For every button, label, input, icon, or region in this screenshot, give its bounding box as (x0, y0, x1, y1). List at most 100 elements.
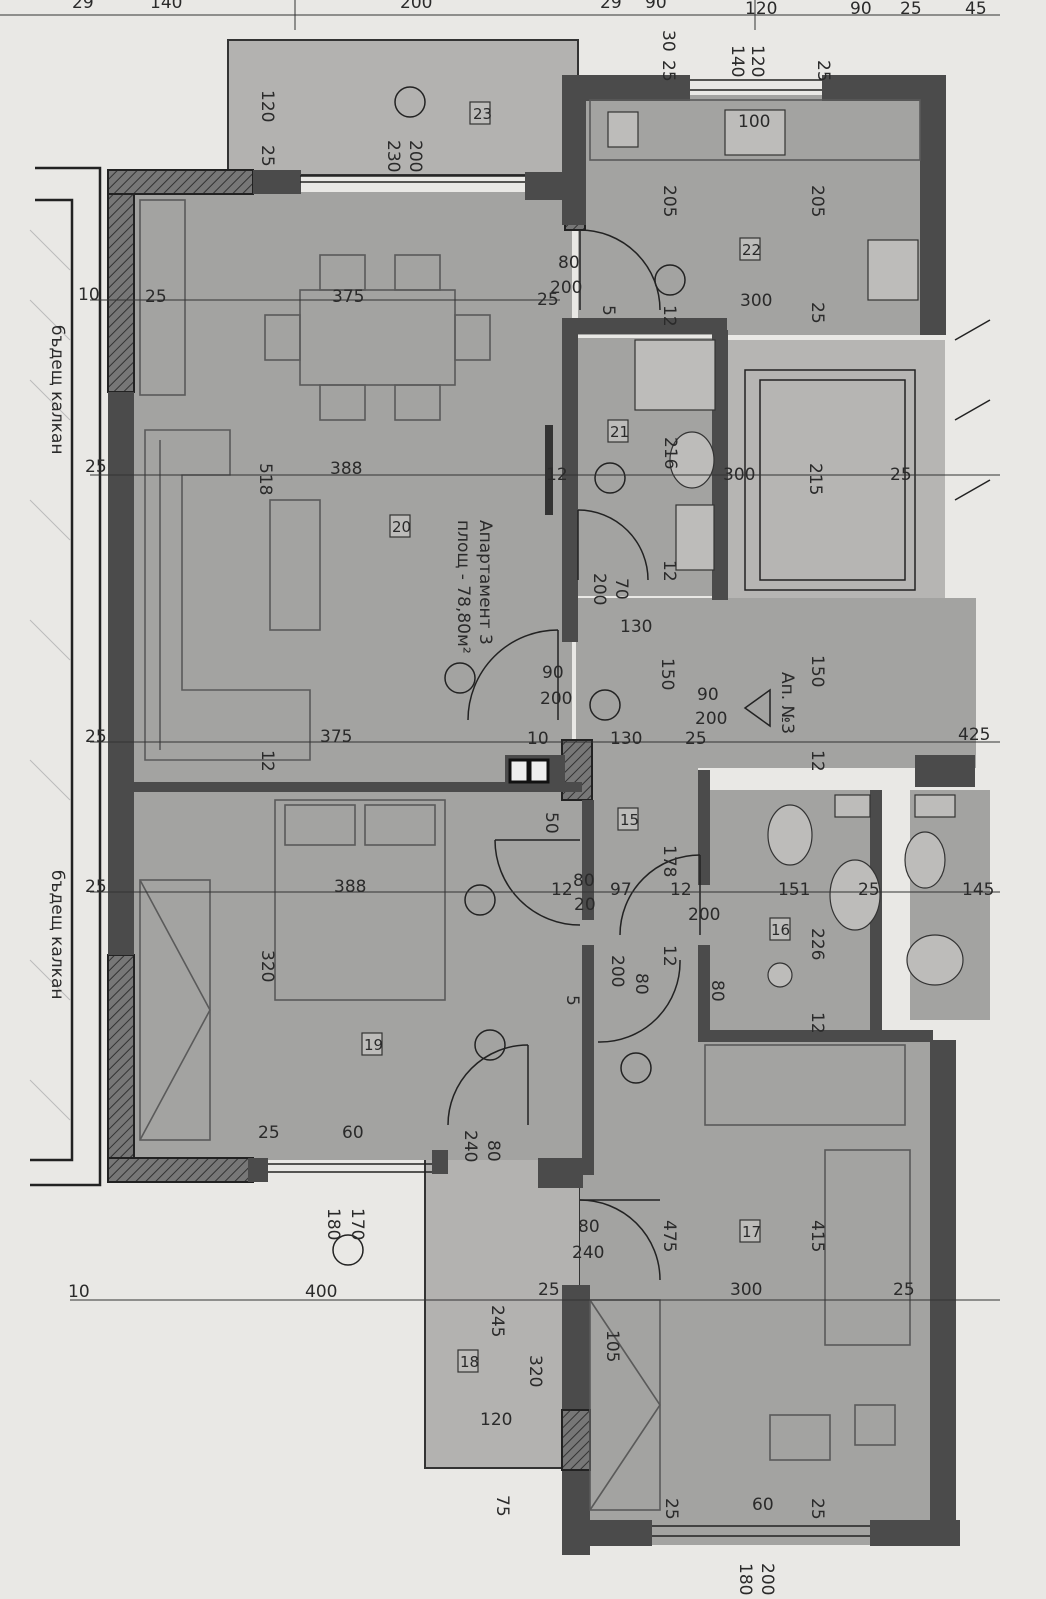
dim-corr-5: 5 (562, 995, 582, 1006)
dim-bottom-60: 60 (752, 1495, 774, 1515)
dim-balcony-25: 25 (257, 145, 277, 167)
dim-living-375a: 375 (332, 287, 364, 307)
dim-bed17-415: 415 (807, 1220, 827, 1252)
balcony-18 (424, 1157, 581, 1469)
dim-stair-25: 25 (890, 465, 912, 485)
unit-label: Ап. №3 (777, 672, 797, 734)
dim-kitchen-205a: 205 (659, 185, 679, 217)
dim-bed19-388: 388 (334, 877, 366, 897)
dim-corr-12b: 12 (670, 880, 692, 900)
single-bed-1 (704, 1044, 906, 1126)
dim-bottom-25a: 25 (661, 1498, 681, 1520)
tv-unit (545, 425, 553, 515)
dim-bed17-25a: 25 (538, 1280, 560, 1300)
dim-hall-200b: 200 (695, 709, 727, 729)
coffee-table (269, 499, 321, 631)
dim-bed17-80: 80 (578, 1217, 600, 1237)
dim-balc18-120: 120 (480, 1410, 512, 1430)
apartment-area: площ - 78,80м² (453, 520, 473, 654)
dim-corr-80b: 80 (631, 973, 651, 995)
room-number-16: 16 (771, 921, 790, 939)
dim-living-25b: 25 (537, 290, 559, 310)
dim-corr-12c: 12 (659, 945, 679, 967)
top-dim-200: 200 (400, 0, 432, 13)
dim-living-12: 12 (257, 750, 277, 772)
section-markers (332, 86, 686, 1266)
dim-bed19-180: 180 (323, 1208, 343, 1240)
dim-kitchen-25b: 25 (813, 60, 833, 82)
dim-balc18-75: 75 (492, 1495, 512, 1517)
top-dim-90a: 90 (645, 0, 667, 13)
room-number-17: 17 (742, 1223, 761, 1241)
dim-bed19-25b: 25 (258, 1123, 280, 1143)
dim-living-10: 10 (78, 285, 100, 305)
bathroom-side (910, 790, 990, 1020)
dim-bath21-200: 200 (589, 573, 609, 605)
dim-corr-178: 178 (659, 845, 679, 877)
top-dim-45: 45 (965, 0, 987, 19)
dim-bed19-170: 170 (347, 1208, 367, 1240)
dim-bed17-240: 240 (572, 1243, 604, 1263)
dim-bath21-12a: 12 (546, 465, 568, 485)
dim-balc18-320: 320 (525, 1355, 545, 1387)
dim-balcony-200: 200 (405, 140, 425, 172)
bedroom-17 (580, 1040, 930, 1545)
dim-door-200: 200 (550, 278, 582, 298)
dim-hall-10: 10 (527, 729, 549, 749)
dim-bath16-226: 226 (807, 928, 827, 960)
dim-corr-20: 20 (574, 895, 596, 915)
dim-bath16-80: 80 (707, 980, 727, 1002)
dim-hall-90a: 90 (542, 663, 564, 683)
kitchen-counter (589, 99, 921, 301)
room-number-23: 23 (473, 105, 492, 123)
dim-bed19-60: 60 (342, 1123, 364, 1143)
entrance-marker (743, 688, 771, 728)
dim-bath21-130: 130 (620, 617, 652, 637)
dim-hall-90b: 90 (697, 685, 719, 705)
windows (268, 79, 870, 1537)
dim-living-25c: 25 (85, 457, 107, 477)
top-dim-25: 25 (900, 0, 922, 19)
stairwell-detail (744, 319, 991, 591)
dim-hall-200a: 200 (540, 689, 572, 709)
dim-bottom-180: 180 (735, 1563, 755, 1595)
bath16-fixtures (767, 794, 881, 988)
dim-living-388: 388 (330, 459, 362, 479)
side-bath-fixtures (904, 794, 964, 986)
dim-door-12: 12 (659, 305, 679, 327)
dim-bath16-145: 145 (962, 880, 994, 900)
dim-bath21-70: 70 (611, 578, 631, 600)
dim-kitchen-205b: 205 (807, 185, 827, 217)
hall (576, 598, 976, 768)
bath21-fixtures (634, 339, 716, 571)
dim-bed17-300: 300 (730, 1280, 762, 1300)
top-dim-140: 140 (150, 0, 182, 13)
dim-living-518: 518 (255, 463, 275, 495)
dim-balc18-10: 10 (68, 1282, 90, 1302)
top-dim-29a: 29 (72, 0, 94, 13)
dim-hall-12: 12 (807, 750, 827, 772)
walls (107, 75, 975, 1555)
dim-stair-215: 215 (805, 463, 825, 495)
tv-cabinet (139, 199, 186, 396)
dim-bed17-25b: 25 (893, 1280, 915, 1300)
side-text-bottom: бъдещ калкан (47, 870, 67, 999)
dim-hall-25: 25 (685, 729, 707, 749)
dim-corr-97: 97 (610, 880, 632, 900)
dim-bath16-12: 12 (807, 1012, 827, 1034)
dim-door-80: 80 (558, 253, 580, 273)
dim-bath21-12b: 12 (659, 560, 679, 582)
dim-bed19-320: 320 (257, 950, 277, 982)
dim-hall-150a: 150 (657, 658, 677, 690)
dimension-lines (0, 0, 1000, 1301)
dim-kitchen-30: 30 (658, 30, 678, 52)
dim-bath21-216: 216 (660, 437, 680, 469)
dim-hall-130: 130 (610, 729, 642, 749)
dim-kitchen-25a: 25 (658, 60, 678, 82)
living-room-20 (132, 192, 572, 782)
apartment-label: Апартамент 3 (475, 520, 495, 645)
dim-bed17-475: 475 (659, 1220, 679, 1252)
side-text-top: бъдещ калкан (47, 325, 67, 454)
dim-door19-240: 240 (460, 1130, 480, 1162)
